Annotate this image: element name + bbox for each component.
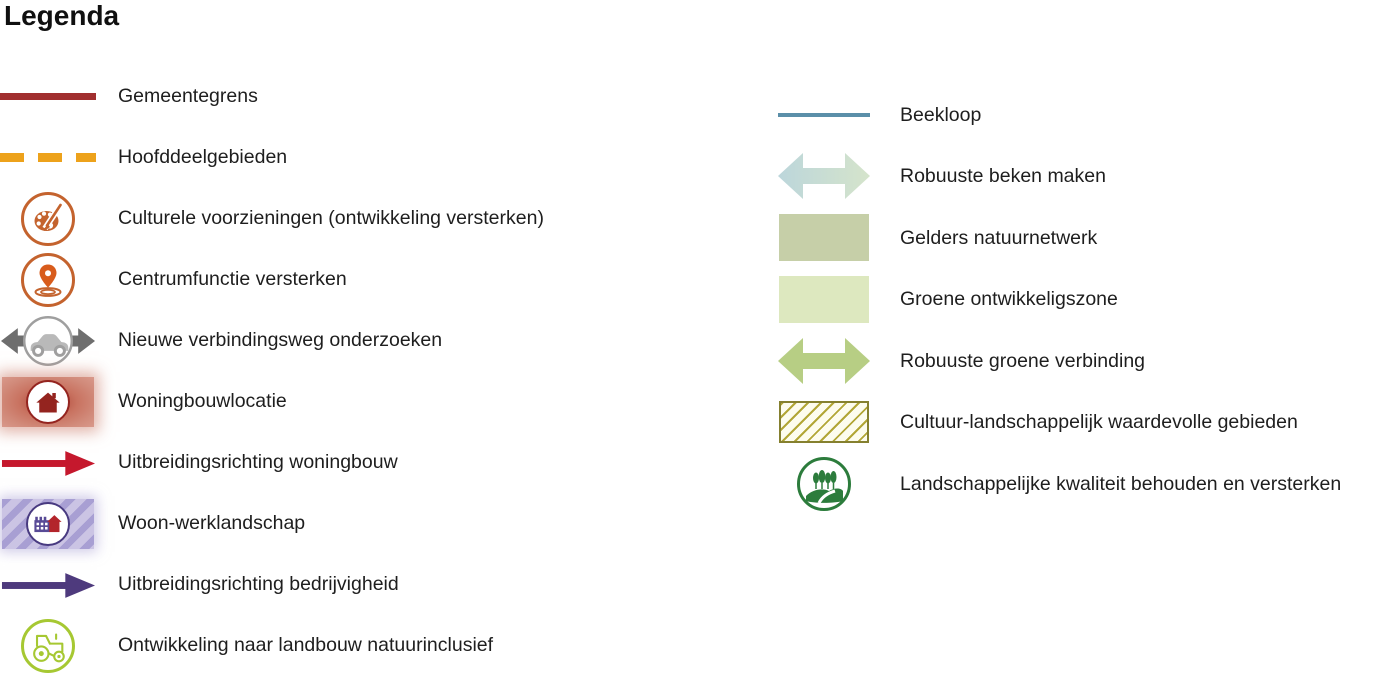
legend-item-landschappelijke-kwaliteit: Landschappelijke kwaliteit behouden en v… — [778, 453, 1387, 515]
legend-item-robuuste-beken: Robuuste beken maken — [778, 146, 1387, 208]
legend-label: Uitbreidingsrichting woningbouw — [118, 451, 398, 474]
purple-arrow-icon — [0, 570, 96, 600]
pale-green-rect-icon — [778, 275, 870, 323]
location-pin-icon — [0, 252, 96, 307]
legend-column-left: Gemeentegrens Hoofddeelgebieden — [0, 66, 700, 676]
live-work-icon — [0, 498, 96, 549]
legend-item-uitbreiding-bedrijvigheid: Uitbreidingsrichting bedrijvigheid — [0, 554, 700, 615]
factory-house-icon — [26, 501, 70, 546]
legend-item-cultuur-landschappelijk: Cultuur-landschappelijk waardevolle gebi… — [778, 392, 1387, 454]
legend-label: Robuuste groene verbinding — [900, 349, 1146, 372]
legend-title: Legenda — [4, 0, 120, 31]
legend-label: Ontwikkeling naar landbouw natuurinclusi… — [118, 634, 494, 657]
legend-item-verbindingsweg: Nieuwe verbindingsweg onderzoeken — [0, 310, 700, 371]
legend-label: Beekloop — [900, 103, 982, 126]
housing-location-icon — [0, 376, 96, 427]
legend-label: Robuuste beken maken — [900, 165, 1106, 188]
municipal-border-icon — [0, 93, 96, 100]
house-icon — [26, 379, 70, 424]
legend-label: Hoofddeelgebieden — [118, 146, 288, 169]
legend-column-right: Beekloop Robuuste beken maken — [778, 84, 1387, 515]
stream-line-icon — [778, 113, 870, 117]
blue-double-arrow-icon — [778, 148, 870, 204]
legend-item-gelders-natuurnetwerk: Gelders natuurnetwerk — [778, 207, 1387, 269]
legend-item-uitbreiding-woningbouw: Uitbreidingsrichting woningbouw — [0, 432, 700, 493]
legend-item-landbouw-natuurinclusief: Ontwikkeling naar landbouw natuurinclusi… — [0, 615, 700, 676]
legend-label: Cultuur-landschappelijk waardevolle gebi… — [900, 411, 1298, 434]
palette-icon — [0, 191, 96, 246]
legend-label: Nieuwe verbindingsweg onderzoeken — [118, 329, 443, 352]
red-arrow-icon — [0, 448, 96, 478]
legend-label: Woon-werklandschap — [118, 512, 306, 535]
legend-label: Landschappelijke kwaliteit behouden en v… — [900, 472, 1342, 495]
legend-label: Woningbouwlocatie — [118, 390, 287, 413]
tractor-icon — [0, 618, 96, 673]
legend-label: Groene ontwikkeligszone — [900, 288, 1118, 311]
legend-item-groene-ontwikkelzone: Groene ontwikkeligszone — [778, 269, 1387, 331]
green-double-arrow-icon — [778, 333, 870, 389]
legend-item-centrumfunctie: Centrumfunctie versterken — [0, 249, 700, 310]
legend-item-hoofddeelgebieden: Hoofddeelgebieden — [0, 127, 700, 188]
legend-item-woningbouwlocatie: Woningbouwlocatie — [0, 371, 700, 432]
legend-label: Culturele voorzieningen (ontwikkeling ve… — [118, 207, 544, 230]
landscape-trees-icon — [778, 456, 870, 511]
legend-label: Uitbreidingsrichting bedrijvigheid — [118, 573, 399, 596]
legend-label: Gemeentegrens — [118, 85, 258, 108]
sage-rect-icon — [778, 214, 870, 262]
legend-item-woon-werklandschap: Woon-werklandschap — [0, 493, 700, 554]
car-double-arrow-icon — [0, 312, 96, 370]
legend-item-beekloop: Beekloop — [778, 84, 1387, 146]
legend-label: Centrumfunctie versterken — [118, 268, 347, 291]
legend-item-gemeentegrens: Gemeentegrens — [0, 66, 700, 127]
legend-item-culturele-voorzieningen: Culturele voorzieningen (ontwikkeling ve… — [0, 188, 700, 249]
dashed-line-icon — [0, 153, 96, 162]
legend-item-robuuste-groene-verbinding: Robuuste groene verbinding — [778, 330, 1387, 392]
olive-hatched-rect-icon — [778, 401, 870, 444]
legend-label: Gelders natuurnetwerk — [900, 226, 1098, 249]
